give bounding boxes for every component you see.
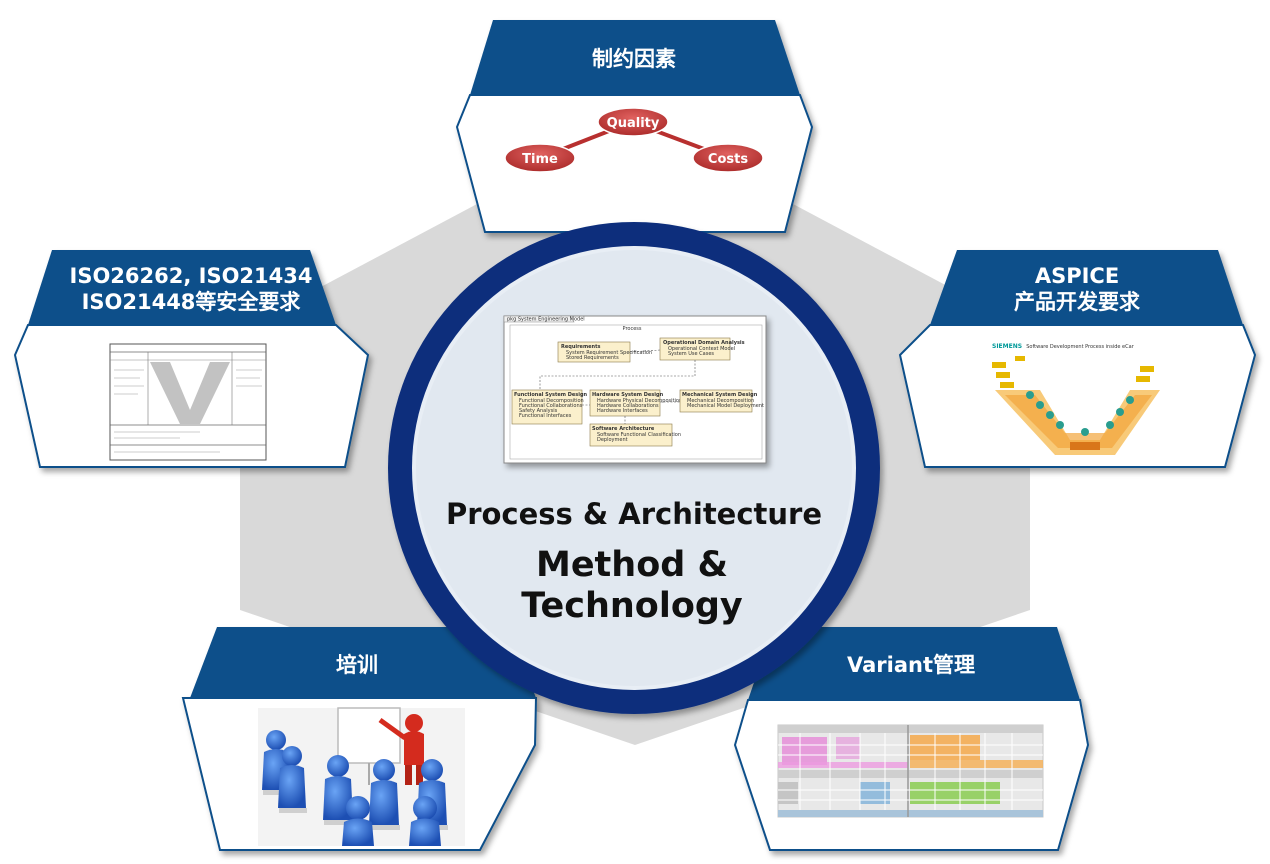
svg-text:Stored Requirements: Stored Requirements <box>566 355 619 361</box>
time-bubble <box>504 143 576 173</box>
svg-text:Requirements: Requirements <box>561 344 601 350</box>
svg-text:System Use Cases: System Use Cases <box>668 351 714 357</box>
panel-safety-title-line1: ISO26262, ISO21434 <box>70 264 313 288</box>
aspice-v-model-thumbnail: SIEMENS Software Development Process ins… <box>988 340 1166 463</box>
center-title-line2: Method & <box>536 545 728 585</box>
svg-text:System Requirement Specificati: System Requirement Specification <box>566 350 652 356</box>
model-box-hardware: Hardware System Design Hardware Physical… <box>589 389 682 417</box>
model-box-mechanical: Mechanical System Design Mechanical Deco… <box>679 389 764 413</box>
svg-text:Software Functional Classifica: Software Functional Classification <box>597 432 681 438</box>
model-box-software: Software Architecture Software Functiona… <box>589 423 681 447</box>
model-box-operational: Operational Domain Analysis Operational … <box>659 337 745 361</box>
presentation-board <box>337 707 401 764</box>
panel-constraints <box>455 20 814 233</box>
panel-variant-title: Variant管理 <box>847 653 975 677</box>
panel-aspice-title-line2: 产品开发要求 <box>1014 290 1140 314</box>
panel-constraints-title: 制约因素 <box>592 47 676 71</box>
system-engineering-model-diagram: pkg System Engineering Model Process Req… <box>503 315 767 464</box>
svg-text:Safety Analysis: Safety Analysis <box>519 408 558 414</box>
variant-matrix-thumbnail <box>777 724 1044 818</box>
svg-text:Mechanical System Design: Mechanical System Design <box>682 392 758 398</box>
svg-text:Deployment: Deployment <box>597 437 628 443</box>
svg-text:Operational Context Model: Operational Context Model <box>668 346 735 352</box>
constraint-triangle: Quality Time Costs <box>504 107 764 173</box>
svg-text:Hardware Collaborations: Hardware Collaborations <box>597 403 659 409</box>
svg-text:Hardware System Design: Hardware System Design <box>592 392 664 398</box>
aspice-brand: SIEMENS <box>992 343 1022 350</box>
svg-text:Operational Domain Analysis: Operational Domain Analysis <box>663 340 745 346</box>
audience-figures <box>262 730 448 846</box>
svg-text:Hardware Physical Decompositio: Hardware Physical Decomposition <box>597 398 682 404</box>
safety-standard-thumbnail <box>109 343 267 461</box>
aspice-thumb-title: Software Development Process inside eCar <box>1026 344 1134 350</box>
center-title-line3: Technology <box>521 586 743 626</box>
svg-text:Hardware Interfaces: Hardware Interfaces <box>597 408 648 414</box>
panel-safety-title-line2: ISO21448等安全要求 <box>82 290 301 314</box>
costs-bubble <box>692 143 764 173</box>
training-illustration <box>258 707 465 846</box>
panel-aspice-title-line1: ASPICE <box>1035 264 1119 288</box>
center-title-line1: Process & Architecture <box>446 497 822 531</box>
svg-text:Software Architecture: Software Architecture <box>592 426 655 432</box>
svg-text:Functional Decomposition: Functional Decomposition <box>519 398 584 404</box>
model-box-functional: Functional System Design Functional Deco… <box>511 389 588 425</box>
svg-text:Functional System Design: Functional System Design <box>514 392 588 398</box>
svg-text:Functional Interfaces: Functional Interfaces <box>519 413 572 419</box>
model-diagram-title: pkg System Engineering Model <box>507 317 585 323</box>
quality-label: Quality <box>607 116 660 131</box>
model-frame-title: Process <box>623 326 642 332</box>
panel-training-title: 培训 <box>336 653 378 677</box>
quality-bubble <box>597 107 669 137</box>
svg-text:Mechanical Model Deployment: Mechanical Model Deployment <box>687 403 764 409</box>
presenter-figure <box>378 714 424 785</box>
costs-label: Costs <box>708 152 748 167</box>
model-box-requirements: Requirements System Requirement Specific… <box>557 341 652 363</box>
svg-text:Functional Collaborations: Functional Collaborations <box>519 403 583 409</box>
svg-text:Mechanical Decomposition: Mechanical Decomposition <box>687 398 754 404</box>
panel-safety <box>13 250 370 468</box>
time-label: Time <box>522 152 558 167</box>
